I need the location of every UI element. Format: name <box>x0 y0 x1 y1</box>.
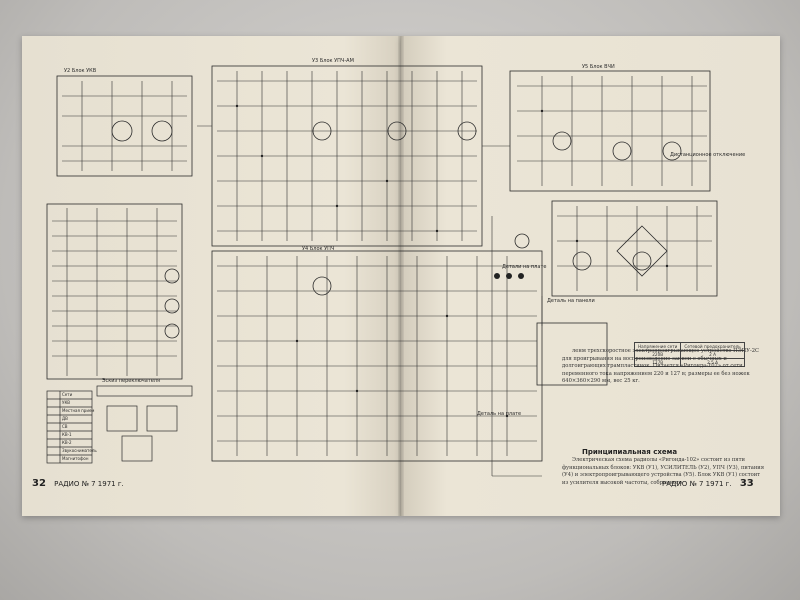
page-fold <box>398 36 404 516</box>
legend-row: ДВ <box>62 416 68 421</box>
label-switch-sketch: Эскиз переключателя <box>102 378 160 384</box>
mode-legend-table <box>46 390 93 464</box>
legend-row: СВ <box>62 424 68 429</box>
detail-panel-frame <box>536 322 608 386</box>
table-row: 127В 2,5 А <box>633 358 745 367</box>
fuse-table: Напряжение сети Сетевой предохранитель 2… <box>633 342 745 367</box>
article-heading: Принципиальная схема <box>582 448 678 456</box>
block-ukv-frame <box>56 75 193 177</box>
label-block-vchi: У5 Блок ВЧИ <box>582 64 615 70</box>
article-body: Электрическая схема радиолы «Ригонда-102… <box>562 457 767 487</box>
block-upch-frame <box>211 65 483 247</box>
legend-row: КВ-2 <box>62 440 72 445</box>
label-block-upch-am: У3 Блок УПЧ-АМ <box>312 58 354 64</box>
table-cell: 127В <box>633 358 682 367</box>
vacuum-tubes <box>111 120 682 339</box>
legend-row: Магнитофон <box>62 456 89 461</box>
label-board-part: Деталь на плате <box>477 411 522 417</box>
legend-row: Сети <box>62 392 73 397</box>
table-cell: 2,5 А <box>680 358 745 367</box>
switch-sketch <box>96 385 193 462</box>
magazine-spread: У2 Блок УКВ У3 Блок УПЧ-АМ У5 Блок ВЧИ У… <box>22 36 780 516</box>
right-page-number: 33 <box>739 478 754 489</box>
legend-row: УКВ <box>62 400 71 405</box>
label-remote-off: Дистанционное отключение <box>670 152 746 158</box>
legend-row: КВ-1 <box>62 432 72 437</box>
left-footer: 32 РАДИО № 7 1971 г. <box>32 478 124 489</box>
intro-paragraph: ленм трехскоростное электропроигрывающее… <box>562 348 759 385</box>
label-board-parts: Детали на плате <box>502 264 547 270</box>
body-paragraph: Электрическая схема радиолы «Ригонда-102… <box>562 457 765 486</box>
left-page-number: 32 <box>32 478 46 489</box>
left-running-footer: РАДИО № 7 1971 г. <box>54 480 124 488</box>
wiring <box>52 71 712 477</box>
lower-block-frame <box>211 250 543 462</box>
label-block-ukv: У2 Блок УКВ <box>64 68 97 74</box>
junction-dots <box>235 104 669 418</box>
article-intro: ленм трехскоростное электропроигрывающее… <box>562 348 767 386</box>
rectifier-bridge <box>616 225 668 277</box>
label-block-upch: У4 Блок УПЧ <box>302 246 335 252</box>
power-block-frame <box>551 200 718 297</box>
block-vchi-frame <box>509 70 711 192</box>
legend-row: Местная прием <box>62 408 95 413</box>
legend-row: Звукосниматель <box>62 448 97 453</box>
switch-grid-frame <box>46 203 183 380</box>
right-running-footer: РАДИО № 7 1971 г. <box>662 480 732 488</box>
label-panel-part: Деталь на панели <box>547 298 595 304</box>
right-footer: РАДИО № 7 1971 г. 33 <box>662 478 754 489</box>
circuit-schematic <box>46 65 718 477</box>
